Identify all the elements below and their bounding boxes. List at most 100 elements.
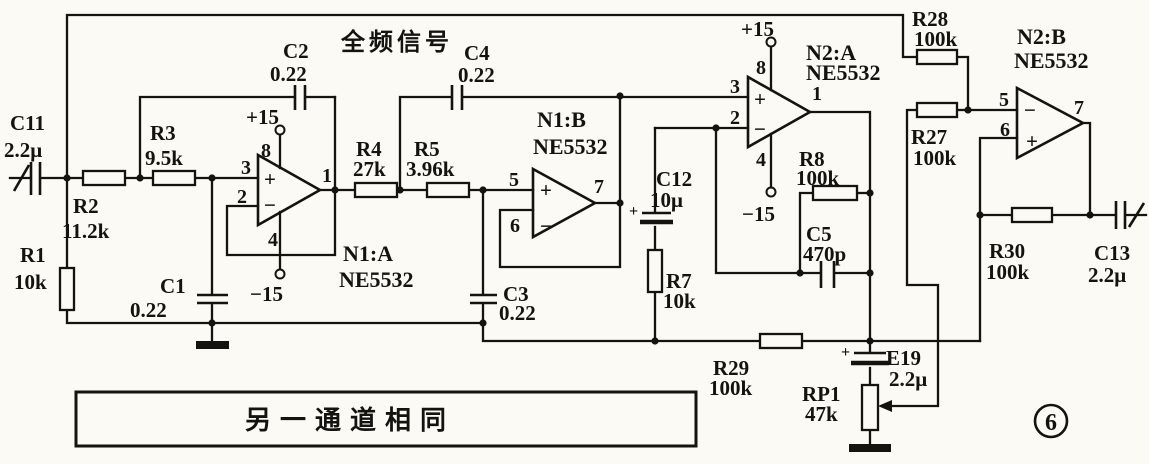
label-n2b-part: NE5532: [1014, 48, 1089, 73]
n2a-plus-sign: +: [754, 87, 766, 111]
rp1-wiper-arrow: [878, 400, 892, 412]
pin-n1a-8: 8: [261, 140, 271, 162]
pin-n1a-2: 2: [237, 186, 247, 208]
label-n2a-part: NE5532: [806, 60, 881, 85]
label-r8-val: 100k: [796, 166, 840, 190]
opamp-n2a-symbol: [746, 74, 813, 150]
label-r2-ref: R2: [73, 194, 99, 218]
pin-n1a-1: 1: [322, 165, 332, 187]
resistor-r3-body: [151, 169, 197, 187]
label-r27-ref: R27: [911, 125, 947, 149]
label-r4-val: 27k: [353, 157, 386, 181]
label-n2a-vee: −15: [742, 202, 775, 226]
label-c4-ref: C4: [464, 41, 490, 65]
resistor-bodies: [58, 48, 1054, 432]
pin-n1b-5: 5: [509, 169, 519, 191]
label-e19-ref: E19: [886, 346, 921, 370]
label-n1b-part: NE5532: [533, 134, 608, 159]
label-rp1-val: 47k: [805, 402, 838, 426]
pin-n2b-6: 6: [1000, 119, 1010, 141]
resistor-r29-body: [758, 332, 804, 350]
pin-n1a-3: 3: [241, 157, 251, 179]
label-r30-val: 100k: [986, 260, 1030, 284]
wires: [8, 13, 1148, 446]
label-c5-val: 470p: [803, 242, 846, 266]
label-n1a-vcc: +15: [246, 105, 279, 129]
pin-n2a-8: 8: [756, 57, 766, 79]
capacitor-c11-plates: [29, 162, 42, 195]
resistor-r27-body: [915, 101, 959, 119]
label-n2a-name: N2:A: [806, 40, 856, 65]
terminal-n1a-vcc: [274, 124, 286, 136]
label-c13-val: 2.2μ: [1088, 263, 1126, 287]
label-r29-ref: R29: [713, 356, 749, 380]
capacitor-c3-plates: [470, 293, 497, 305]
label-r2-val: 11.2k: [62, 219, 110, 243]
label-r29-val: 100k: [709, 376, 753, 400]
opamp-n2b-symbol: [1015, 85, 1086, 161]
potentiometer-rp1-body: [860, 383, 880, 432]
note-text: 另一通道相同: [245, 405, 455, 436]
resistor-r30-body: [1010, 206, 1054, 224]
n2b-bot-sign: +: [1026, 129, 1038, 153]
terminal-n1a-vee: [274, 268, 286, 280]
label-n1b-name: N1:B: [537, 107, 586, 132]
label-n1a-vee: −15: [250, 282, 283, 306]
pin-n1a-4: 4: [268, 229, 278, 251]
pin-n2b-5: 5: [999, 89, 1009, 111]
label-c2-val: 0.22: [270, 62, 307, 86]
label-r7-val: 10k: [663, 289, 696, 313]
label-c2-ref: C2: [283, 39, 309, 63]
capacitor-c1-plates: [197, 293, 228, 305]
pin-n1b-6: 6: [510, 215, 520, 237]
label-n1a-name: N1:A: [343, 241, 393, 266]
label-c3-val: 0.22: [499, 301, 536, 325]
signal-label: 全频信号: [340, 28, 453, 56]
label-n2a-vcc: +15: [741, 17, 774, 41]
label-c11-val: 2.2μ: [4, 138, 42, 162]
label-n2b-name: N2:B: [1017, 24, 1066, 49]
label-r7-ref: R7: [666, 269, 692, 293]
n1b-minus-sign: −: [540, 214, 552, 238]
label-r1-ref: R1: [20, 243, 46, 267]
pin-n2a-3: 3: [730, 76, 740, 98]
capacitor-c13-plates: [1114, 201, 1127, 229]
label-c11-ref: C11: [10, 111, 45, 135]
capacitor-c2-plates: [293, 85, 307, 110]
n1a-plus-sign: +: [264, 167, 276, 191]
pin-n2a-1: 1: [812, 83, 822, 105]
capacitor-c4-plates: [450, 85, 464, 110]
label-r3-ref: R3: [150, 121, 176, 145]
label-c12-val: 10μ: [650, 188, 683, 212]
resistor-r8-body: [811, 184, 859, 202]
label-r5-val: 3.96k: [406, 157, 455, 181]
label-c4-val: 0.22: [458, 63, 495, 87]
label-e19-val: 2.2μ: [889, 367, 927, 391]
capacitor-plates: [12, 85, 1146, 366]
n1b-plus-sign: +: [540, 178, 552, 202]
note-box: [74, 390, 698, 448]
pin-n2b-7: 7: [1074, 97, 1084, 119]
label-r8-ref: R8: [799, 147, 825, 171]
ground-symbols: [196, 341, 891, 452]
n2b-top-sign: −: [1024, 98, 1036, 122]
junction-dots: [63, 92, 1094, 345]
pin-n2a-4: 4: [756, 149, 766, 171]
c12-polarity: +: [629, 203, 638, 220]
label-r3-val: 9.5k: [145, 146, 183, 170]
label-c13-ref: C13: [1094, 241, 1130, 265]
resistor-r28-body: [915, 48, 959, 66]
terminal-n2a-vee: [765, 186, 777, 198]
figure-number-circle: [1033, 403, 1069, 439]
label-c1-ref: C1: [160, 274, 186, 298]
label-c3-ref: C3: [503, 282, 529, 306]
label-r30-ref: R30: [989, 239, 1025, 263]
label-r5-ref: R5: [414, 137, 440, 161]
label-r27-val: 100k: [913, 146, 957, 170]
pin-n1b-7: 7: [594, 176, 604, 198]
output-terminal-tick: [1127, 202, 1146, 228]
opamp-n1b-symbol: [531, 166, 598, 240]
label-r28-val: 100k: [914, 27, 958, 51]
